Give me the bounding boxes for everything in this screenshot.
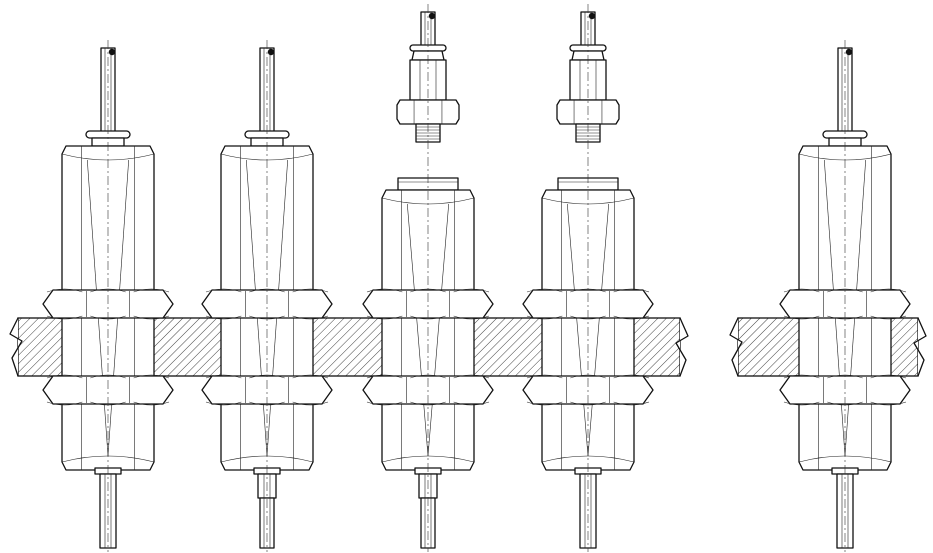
bottom-nut <box>779 374 911 406</box>
fitting-4 <box>522 4 654 552</box>
wire-end-dot <box>267 48 275 56</box>
wire-end-dot <box>588 12 596 20</box>
fitting-5 <box>779 40 911 552</box>
bottom-nut <box>42 374 174 406</box>
wire-end-dot <box>108 48 116 56</box>
top-nut <box>522 288 654 320</box>
top-nut <box>362 288 494 320</box>
wire-end-dot <box>845 48 853 56</box>
bottom-nut <box>201 374 333 406</box>
wire-end-dot <box>428 12 436 20</box>
fitting-2 <box>201 40 333 552</box>
fitting-1 <box>42 40 174 552</box>
fitting-3 <box>362 4 494 552</box>
